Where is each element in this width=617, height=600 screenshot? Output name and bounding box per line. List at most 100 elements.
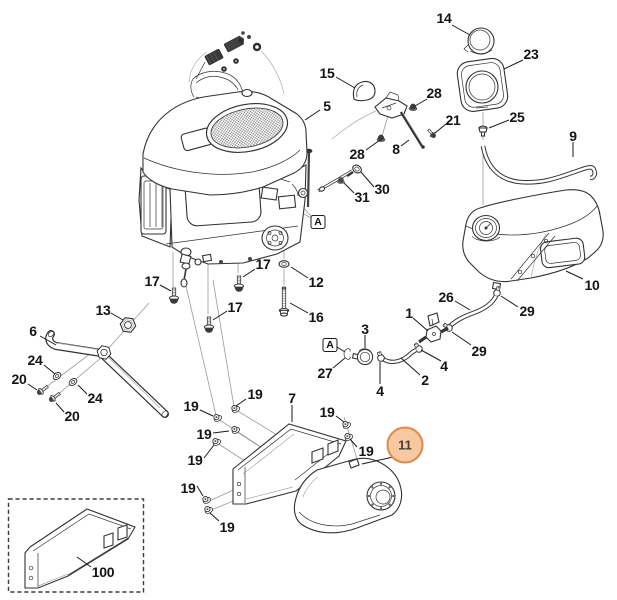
leader-line-A1 <box>336 346 346 353</box>
leader-line-17 <box>242 268 256 278</box>
callout-24-31[interactable]: 24 <box>87 390 103 406</box>
fuel-valve-1 <box>418 312 449 344</box>
leader-line-8 <box>400 139 410 147</box>
leader-line-6 <box>39 335 57 346</box>
leader-line-28 <box>365 139 381 151</box>
leader-line-15 <box>335 76 356 89</box>
vent-hose-9 <box>480 145 598 185</box>
leader-line-16 <box>289 302 309 314</box>
callout-8-8[interactable]: 8 <box>392 141 400 157</box>
screw-21 <box>427 128 436 139</box>
grommet-25 <box>478 125 488 137</box>
leader-line-26 <box>454 300 471 311</box>
callout-13-17[interactable]: 13 <box>95 302 111 318</box>
callout-25-5[interactable]: 25 <box>509 109 525 125</box>
engine-assembly <box>138 31 313 288</box>
callout-14-0[interactable]: 14 <box>436 10 452 26</box>
callout-10-18[interactable]: 10 <box>584 277 600 293</box>
callout-19-40[interactable]: 19 <box>180 480 196 496</box>
callout-16-16[interactable]: 16 <box>308 309 324 325</box>
breather-tube <box>317 169 353 193</box>
leader-line-17 <box>212 310 228 321</box>
callout-21-6[interactable]: 21 <box>445 112 461 128</box>
nut-31 <box>337 177 345 184</box>
leader-line-19 <box>212 430 230 434</box>
cooling-grille <box>205 103 289 153</box>
heat-shield-7 <box>232 423 347 505</box>
leader-line-17 <box>159 284 172 292</box>
callout-29-24[interactable]: 29 <box>471 343 487 359</box>
callout-26-19[interactable]: 26 <box>438 289 454 305</box>
leader-line-1 <box>412 317 429 332</box>
callout-100-42[interactable]: 100 <box>91 564 115 580</box>
detail-ref-box-A-0[interactable]: A <box>310 215 326 229</box>
leader-line-19 <box>235 398 247 407</box>
leader-line-27 <box>332 357 346 369</box>
callout-19-41[interactable]: 19 <box>219 519 235 535</box>
fuel-tank-10 <box>462 189 604 291</box>
filler-trim-23 <box>456 57 509 112</box>
leader-line-24 <box>77 384 88 395</box>
callout-17-15[interactable]: 17 <box>227 299 243 315</box>
callout-19-34[interactable]: 19 <box>247 386 263 402</box>
callout-23-1[interactable]: 23 <box>523 46 539 62</box>
callout-4-30[interactable]: 4 <box>376 383 384 399</box>
callout-20-29[interactable]: 20 <box>11 371 27 387</box>
leader-line-28 <box>414 98 428 107</box>
support-tube-6 <box>45 330 169 418</box>
leader-line-24 <box>43 364 56 375</box>
nut-13 <box>119 317 137 333</box>
leader-line-10 <box>565 270 584 280</box>
callout-15-2[interactable]: 15 <box>319 65 335 81</box>
callout-2-28[interactable]: 2 <box>421 372 429 388</box>
callout-19-36[interactable]: 19 <box>319 404 335 420</box>
inset-box <box>7 498 145 593</box>
callout-4-26[interactable]: 4 <box>440 358 448 374</box>
leader-line-30 <box>360 171 375 188</box>
callout-19-37[interactable]: 19 <box>196 426 212 442</box>
leader-line-19 <box>196 485 204 497</box>
callout-19-38[interactable]: 19 <box>187 452 203 468</box>
callout-28-9[interactable]: 28 <box>349 146 365 162</box>
fuel-filter-3 <box>351 348 374 366</box>
callout-3-23[interactable]: 3 <box>361 321 369 337</box>
leader-line-12 <box>290 266 309 279</box>
callout-19-33[interactable]: 19 <box>183 398 199 414</box>
callout-17-13[interactable]: 17 <box>144 273 160 289</box>
leader-line-19 <box>199 409 214 417</box>
leader-line-20 <box>55 402 65 413</box>
callout-5-4[interactable]: 5 <box>323 98 331 114</box>
callout-7-32[interactable]: 7 <box>288 390 296 406</box>
leader-line-31 <box>343 182 355 194</box>
washer-12 <box>278 260 290 268</box>
leader-line-20 <box>27 383 38 391</box>
callout-28-3[interactable]: 28 <box>426 85 442 101</box>
callout-31-11[interactable]: 31 <box>354 189 370 205</box>
fuel-hose-2 <box>381 348 418 365</box>
leader-line-5 <box>304 109 321 121</box>
callout-20-35[interactable]: 20 <box>64 408 80 424</box>
callout-30-10[interactable]: 30 <box>374 181 390 197</box>
leader-line-19 <box>209 512 220 522</box>
callout-1-21[interactable]: 1 <box>405 305 413 321</box>
highlighted-callout-11[interactable]: 11 <box>386 426 424 464</box>
bolt-16 <box>278 286 290 317</box>
leader-line-13 <box>110 312 124 321</box>
leader-line-29 <box>500 295 519 308</box>
callout-29-20[interactable]: 29 <box>519 303 535 319</box>
callout-27-25[interactable]: 27 <box>317 365 333 381</box>
leader-line-100 <box>76 556 92 568</box>
leader-line-19 <box>349 438 358 448</box>
callout-24-27[interactable]: 24 <box>27 352 43 368</box>
callout-19-39[interactable]: 19 <box>358 443 374 459</box>
callout-17-14[interactable]: 17 <box>255 256 271 272</box>
callout-9-7[interactable]: 9 <box>569 128 577 144</box>
muffler-11 <box>293 457 403 534</box>
callout-6-22[interactable]: 6 <box>29 323 37 339</box>
detail-ref-box-A-1[interactable]: A <box>322 338 338 352</box>
callout-12-12[interactable]: 12 <box>308 274 324 290</box>
